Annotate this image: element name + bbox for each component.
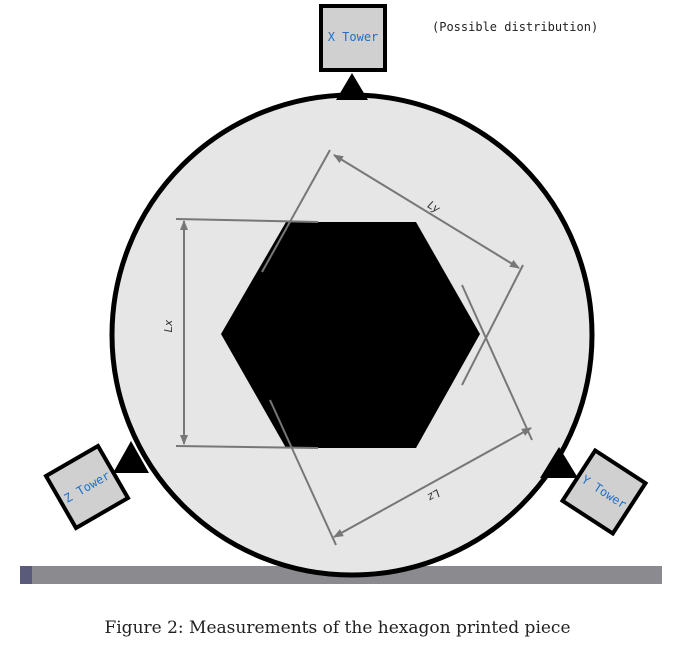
x-tower-box [319,4,387,72]
y-tower-box [559,447,649,537]
y-tower: Y Tower [559,447,649,537]
x-tower: X Tower [319,4,387,72]
hexagon-diagram: Lx Ly Lz X Tower Z Tower Y Tower (Possib… [20,4,662,584]
z-tower: Z Tower [43,443,131,531]
lx-dimension [175,218,319,449]
x-tower-mount-triangle [336,73,368,100]
hexagon-piece [221,222,480,448]
z-tower-mount-triangle [113,441,149,473]
printer-bed-bar-edge [20,566,32,584]
distribution-note: (Possible distribution) [432,20,598,34]
ly-dimension [261,149,524,386]
lx-label: Lx [162,319,175,332]
y-tower-mount-triangle [540,447,578,478]
lz-dimension [269,284,533,546]
x-tower-label: X Tower [328,30,379,44]
z-tower-box [43,443,131,531]
figure-caption: Figure 2: Measurements of the hexagon pr… [104,618,571,638]
